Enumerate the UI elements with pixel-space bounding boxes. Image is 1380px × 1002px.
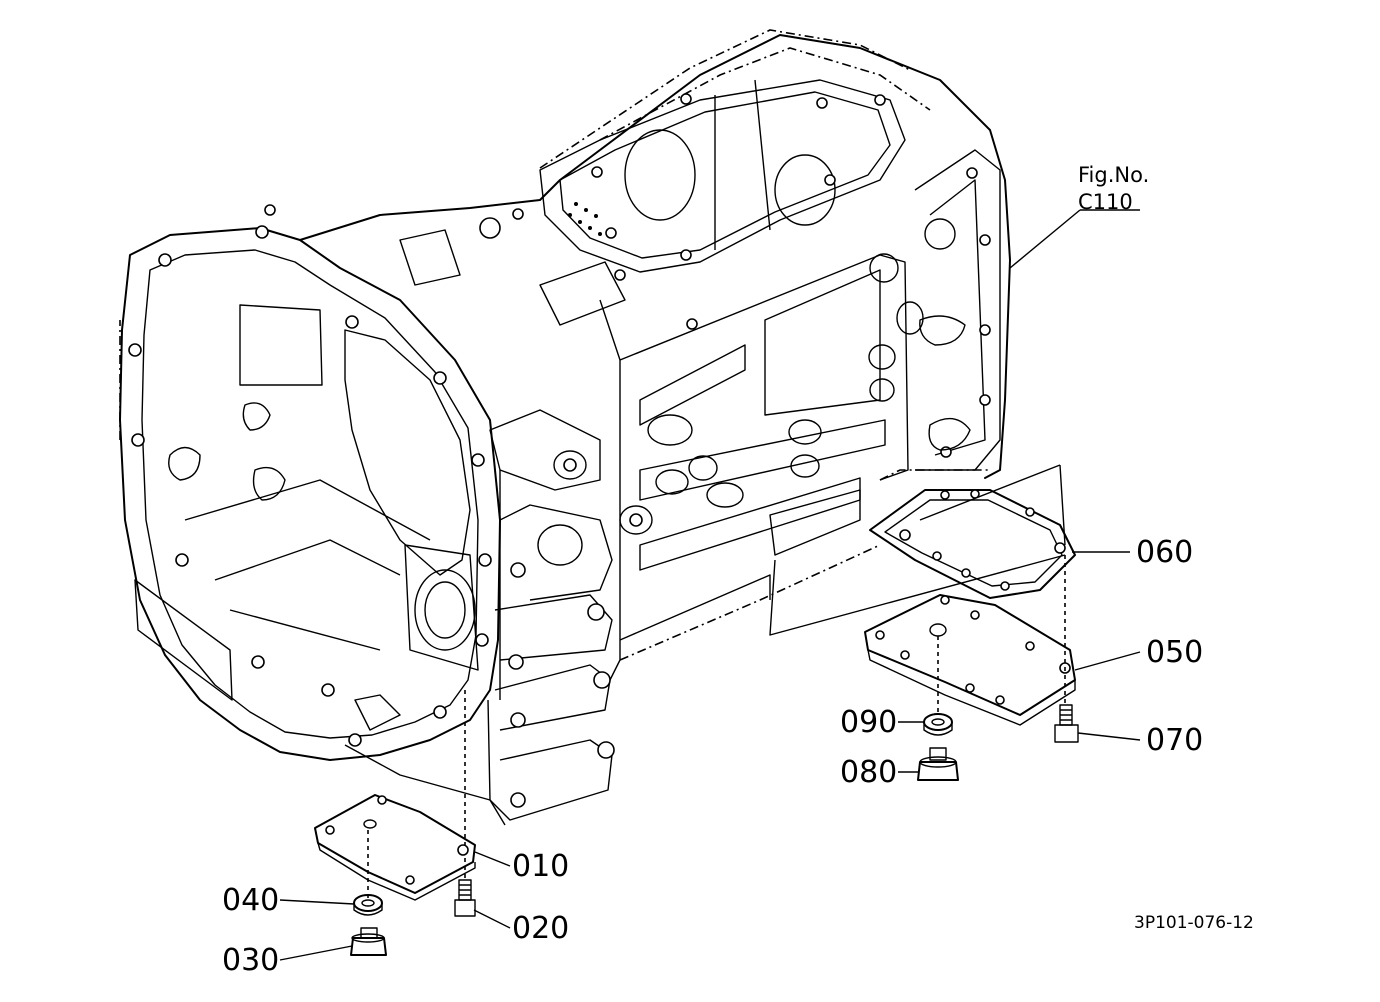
figure-reference: Fig.No. C110 (1078, 163, 1149, 214)
bolt-070 (1054, 704, 1079, 743)
callout-010: 010 (512, 849, 569, 884)
callout-040: 040 (222, 883, 279, 918)
plug-080 (917, 747, 959, 781)
fig-no-label: Fig.No. (1078, 163, 1149, 187)
washer-040 (353, 894, 383, 916)
callout-090: 090 (840, 705, 897, 740)
gasket-060 (869, 489, 1076, 599)
cover-plate-010 (314, 794, 476, 901)
rear-cover-assembly (769, 464, 1079, 781)
bolt-020 (454, 879, 476, 917)
transmission-case (119, 29, 1011, 826)
callout-080: 080 (840, 755, 897, 790)
leader-lines (279, 209, 1141, 961)
washer-090 (923, 713, 953, 736)
callout-050: 050 (1146, 635, 1203, 670)
callout-020: 020 (512, 911, 569, 946)
front-cover-assembly (314, 690, 476, 956)
plug-030 (350, 927, 387, 956)
callout-070: 070 (1146, 723, 1203, 758)
callout-030: 030 (222, 943, 279, 978)
callout-060: 060 (1136, 535, 1193, 570)
drawing-code: 3P101-076-12 (1134, 913, 1254, 933)
fig-code-label: C110 (1078, 190, 1133, 214)
